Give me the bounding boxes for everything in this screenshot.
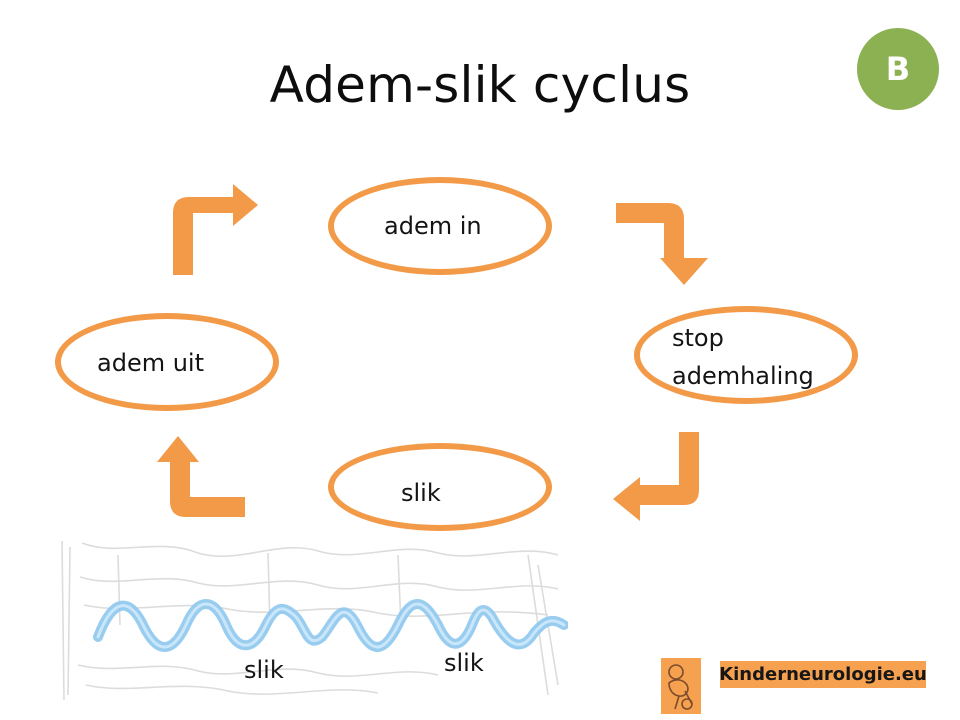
breathing-wave-icon	[61, 540, 569, 701]
node-adem-in-label: adem in	[384, 212, 482, 240]
arrow-icon-top-left	[173, 184, 258, 275]
node-stop-ademhaling	[634, 306, 858, 404]
kinderneurologie-logo-icon	[661, 658, 701, 714]
node-slik-label: slik	[401, 479, 441, 507]
node-slik	[328, 443, 552, 531]
node-adem-in	[328, 177, 552, 275]
section-badge: B	[857, 28, 939, 110]
node-stop-label-line2: ademhaling	[672, 362, 814, 390]
node-stop-label-line1: stop	[672, 324, 724, 352]
arrow-icon-bottom-left	[157, 436, 245, 517]
brand-label: Kinderneurologie.eu	[719, 661, 927, 688]
arrow-icon-bottom-right	[613, 432, 699, 521]
node-adem-uit-label: adem uit	[97, 349, 205, 377]
wave-label-slik-2: slik	[444, 649, 484, 677]
arrow-icon-top-right	[616, 203, 708, 285]
page-title: Adem-slik cyclus	[269, 56, 691, 114]
breathing-wave	[58, 535, 569, 710]
node-adem-uit	[55, 313, 279, 411]
wave-label-slik-1: slik	[244, 656, 284, 684]
